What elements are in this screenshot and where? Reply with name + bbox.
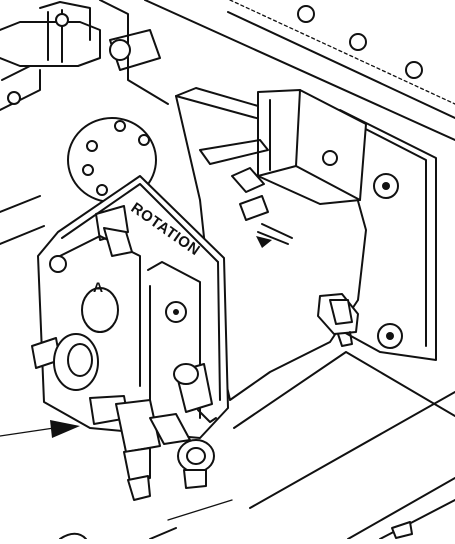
solenoid-screw-icon [322,150,338,166]
base-outline [0,195,455,540]
hex-bolt-icon [109,39,131,61]
solenoid-block [199,89,367,248]
right-mounting-plate [339,109,437,361]
port-a-icon [81,287,119,333]
gear-housing [99,0,455,141]
bracket-bolt-icon [55,13,69,27]
head-bolt-icon [49,255,67,273]
port-label: A [93,279,103,295]
hex-fitting-icon [115,399,161,453]
housing-bolt-icon [349,33,367,51]
lower-fittings [115,363,217,501]
right-elbow-fitting [317,293,359,347]
upper-left-bracket [0,1,101,111]
housing-bolt-icon [297,5,315,23]
housing-bolt-icon [405,61,423,79]
pointer-arrow [0,420,80,438]
